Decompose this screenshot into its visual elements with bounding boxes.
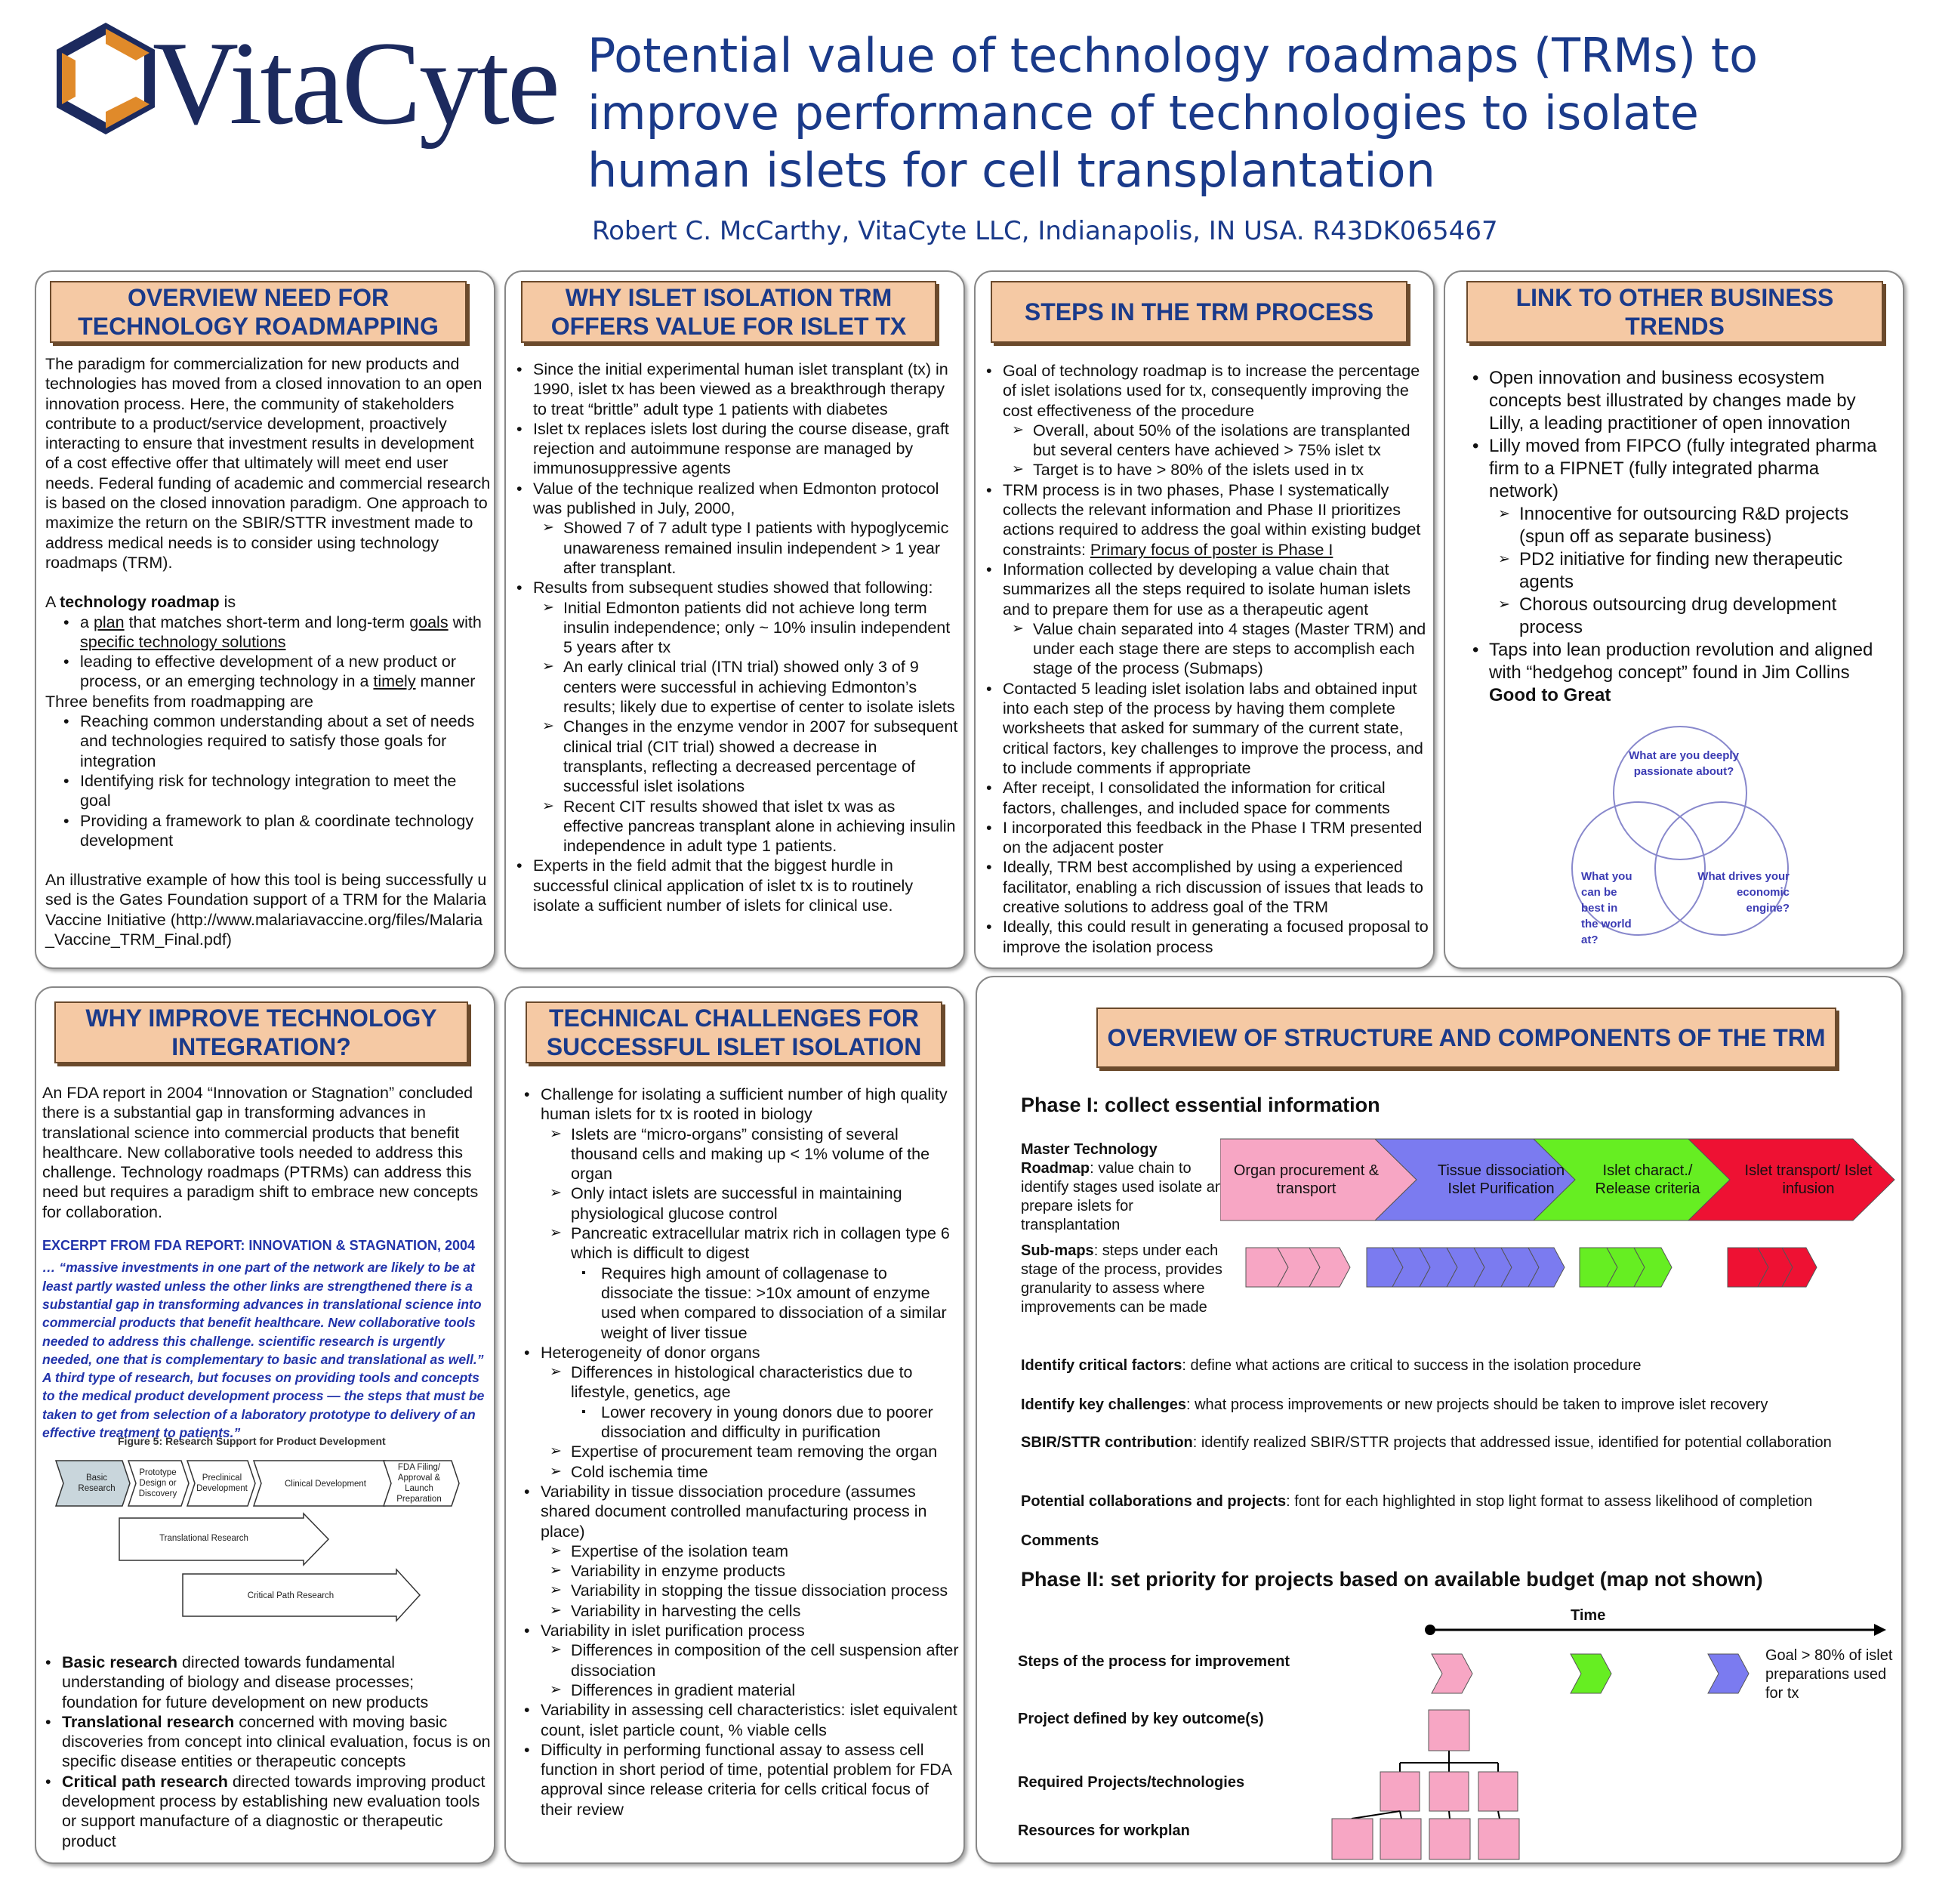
fig-clinical: Clinical Development xyxy=(284,1480,367,1489)
venn-label-passion: What are you deeply passionate about? xyxy=(1629,749,1739,778)
project-box xyxy=(1428,1709,1470,1751)
required-projects-label: Required Projects/technologies xyxy=(1018,1774,1245,1791)
venn-label-best: What you can be best in the world at? xyxy=(1581,870,1632,946)
project-outcome-label: Project defined by key outcome(s) xyxy=(1018,1711,1264,1727)
time-label: Time xyxy=(1571,1607,1606,1624)
required-box-3 xyxy=(1478,1771,1518,1812)
time-axis-arrowhead xyxy=(1874,1624,1886,1636)
critical-factors-line: Identify critical factors: define what a… xyxy=(1021,1357,1642,1374)
link-body: Open innovation and business ecosystem c… xyxy=(1469,367,1892,707)
step-chevron-blue xyxy=(1707,1653,1750,1694)
benefit-1: Reaching common understanding about a se… xyxy=(60,711,491,771)
benefit-2: Identifying risk for technology integrat… xyxy=(60,771,491,811)
master-trm-value-chain xyxy=(1220,1138,1895,1221)
venn-label-economic: What drives your economic engine? xyxy=(1697,870,1790,915)
step-chevron-green xyxy=(1570,1653,1612,1694)
overview-body: The paradigm for commercialization for n… xyxy=(45,354,491,949)
roadmap-def-1: a plan that matches short-term and long-… xyxy=(60,613,491,653)
fig-translational: Translational Research xyxy=(159,1534,248,1543)
research-support-figure xyxy=(54,1460,460,1622)
research-types-list: Basic research directed towards fundamen… xyxy=(42,1652,491,1851)
sbir-contribution-line: SBIR/STTR contribution: identify realize… xyxy=(1021,1434,1832,1451)
submaps-label: Sub-maps: steps under each stage of the … xyxy=(1021,1242,1222,1316)
hedgehog-venn-diagram xyxy=(1571,726,1789,936)
submap-chevrons xyxy=(1245,1247,1817,1288)
author-line: Robert C. McCarthy, VitaCyte LLC, Indian… xyxy=(592,216,1498,246)
venn-circle-passion xyxy=(1613,726,1747,860)
fig-preclinical: Preclinical Development xyxy=(196,1474,248,1493)
master-trm-label: Master Technology Roadmap: value chain t… xyxy=(1021,1141,1232,1233)
why-improve-body: An FDA report in 2004 “Innovation or Sta… xyxy=(42,1083,491,1442)
venn-circle-economic xyxy=(1654,801,1789,936)
resource-box-3 xyxy=(1429,1818,1471,1860)
hexagon-logo-icon xyxy=(57,23,155,134)
vitacyte-logo: VitaCyte xyxy=(53,17,560,145)
resource-box-1 xyxy=(1331,1818,1373,1860)
steps-header: STEPS IN THE TRM PROCESS xyxy=(991,281,1407,343)
why-islet-body: Since the initial experimental human isl… xyxy=(513,360,959,915)
roadmap-def-2: leading to effective development of a ne… xyxy=(60,652,491,692)
fda-excerpt-heading: EXCERPT FROM FDA REPORT: INNOVATION & ST… xyxy=(42,1238,476,1254)
chev4-label: Islet transport/ Islet infusion xyxy=(1744,1162,1873,1197)
chev2-label: Tissue dissociation Islet Purification xyxy=(1437,1162,1565,1197)
figure-5-title: Figure 5: Research Support for Product D… xyxy=(118,1435,386,1447)
key-challenges-line: Identify key challenges: what process im… xyxy=(1021,1396,1768,1413)
steps-improvement-label: Steps of the process for improvement xyxy=(1018,1653,1290,1670)
phase2-diagram xyxy=(1331,1624,1886,1860)
steps-body: Goal of technology roadmap is to increas… xyxy=(983,361,1432,957)
step-chevron-pink xyxy=(1431,1653,1473,1694)
fda-excerpt-quote: … “massive investments in one part of th… xyxy=(42,1260,485,1441)
required-box-1 xyxy=(1380,1771,1420,1812)
venn-circle-best xyxy=(1571,801,1706,936)
chevron-islet-transport xyxy=(1687,1138,1895,1221)
poster-title: Potential value of technology roadmaps (… xyxy=(587,28,1759,198)
chev1-label: Organ procurement & transport xyxy=(1233,1162,1380,1197)
benefit-3: Providing a framework to plan & coordina… xyxy=(60,811,491,851)
fig-fda-filing: FDA Filing/ Approval & Launch Preparatio… xyxy=(396,1463,442,1504)
phase1-heading: Phase I: collect essential information xyxy=(1021,1094,1380,1116)
phase2-heading: Phase II: set priority for projects base… xyxy=(1021,1568,1763,1591)
required-box-2 xyxy=(1429,1771,1469,1812)
fig-critical-path: Critical Path Research xyxy=(247,1591,334,1600)
malaria-example: An illustrative example of how this tool… xyxy=(45,871,487,949)
fig-prototype: Prototype Design or Discovery xyxy=(138,1468,177,1498)
resources-label: Resources for workplan xyxy=(1018,1822,1190,1839)
challenges-body: Challenge for isolating a sufficient num… xyxy=(521,1085,962,1819)
potential-collaborations-line: Potential collaborations and projects: f… xyxy=(1021,1493,1813,1510)
chev3-label: Islet charact./ Release criteria xyxy=(1595,1162,1700,1197)
fig-basic-research: Basic Research xyxy=(78,1474,116,1493)
resource-box-4 xyxy=(1478,1818,1520,1860)
structure-header: OVERVIEW OF STRUCTURE AND COMPONENTS OF … xyxy=(1096,1008,1836,1068)
goal-label: Goal > 80% of islet preparations used fo… xyxy=(1765,1647,1893,1702)
comments-label: Comments xyxy=(1021,1532,1099,1549)
resource-box-2 xyxy=(1380,1818,1422,1860)
logo-wordmark: VitaCyte xyxy=(153,17,560,150)
